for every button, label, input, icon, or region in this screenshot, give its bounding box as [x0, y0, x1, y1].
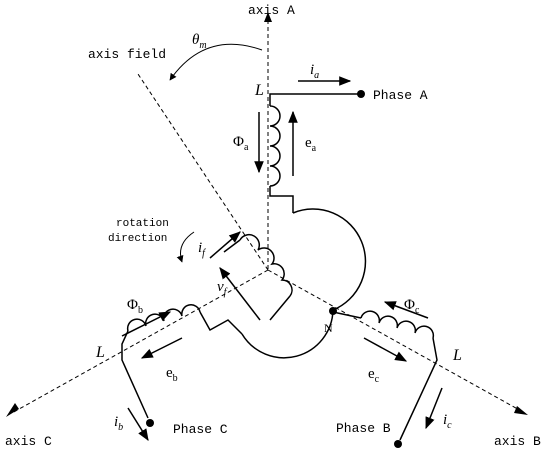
phi-c-arrow: [383, 301, 429, 319]
phi-c-label: Φc: [404, 297, 420, 316]
phi-b-arrow: [121, 311, 172, 337]
rotation-direction-arrow: [176, 231, 195, 263]
eb-label: eb: [166, 365, 178, 384]
axis-c-label: axis C: [5, 434, 52, 449]
axis-c-arrowhead: [6, 403, 19, 417]
rotation-label-line1: rotation: [116, 218, 169, 230]
eb-arrow: [140, 337, 183, 359]
phase-c-label: Phase C: [173, 422, 228, 437]
phase-c-terminal: [146, 419, 154, 427]
ia-label: ia: [310, 62, 319, 81]
vf-label: vf: [217, 279, 228, 298]
axis-a-label: axis A: [248, 3, 295, 18]
phase-a-label: Phase A: [373, 88, 428, 103]
ec-arrow: [363, 337, 408, 362]
axis-b-line: [267, 269, 524, 413]
ea-label: ea: [305, 135, 317, 154]
ic-label: ic: [443, 412, 452, 431]
phase-b-label: Phase B: [336, 421, 391, 436]
theta-label: θm: [192, 32, 207, 51]
inductance-b-label: L: [452, 347, 462, 364]
axis-b-arrowhead: [514, 406, 528, 415]
phase-c-winding: [121, 304, 334, 419]
ec-label: ec: [368, 366, 380, 385]
phase-b-winding: [332, 310, 438, 441]
theta-arc: [169, 43, 263, 81]
if-label: if: [198, 240, 206, 259]
inductance-a-label: L: [254, 82, 264, 99]
if-arrow: [209, 231, 241, 259]
axis-b-label: axis B: [494, 434, 541, 449]
ic-arrow: [425, 387, 443, 430]
rotation-label-line2: direction: [108, 233, 167, 245]
phi-a-label: Φa: [233, 134, 249, 153]
axis-c-line: [11, 269, 269, 414]
phase-b-terminal: [394, 440, 402, 448]
vf-arrow: [219, 267, 261, 321]
inductance-c-label: L: [95, 344, 105, 361]
neutral-label: N: [324, 321, 333, 335]
phase-a-terminal: [357, 90, 365, 98]
phi-b-label: Φb: [127, 297, 143, 316]
axis-a-arrowhead: [264, 12, 272, 22]
axis-field-label: axis field: [88, 47, 166, 62]
ib-arrow: [127, 407, 149, 442]
ib-label: ib: [114, 414, 123, 433]
phase-a-winding: [269, 93, 367, 311]
